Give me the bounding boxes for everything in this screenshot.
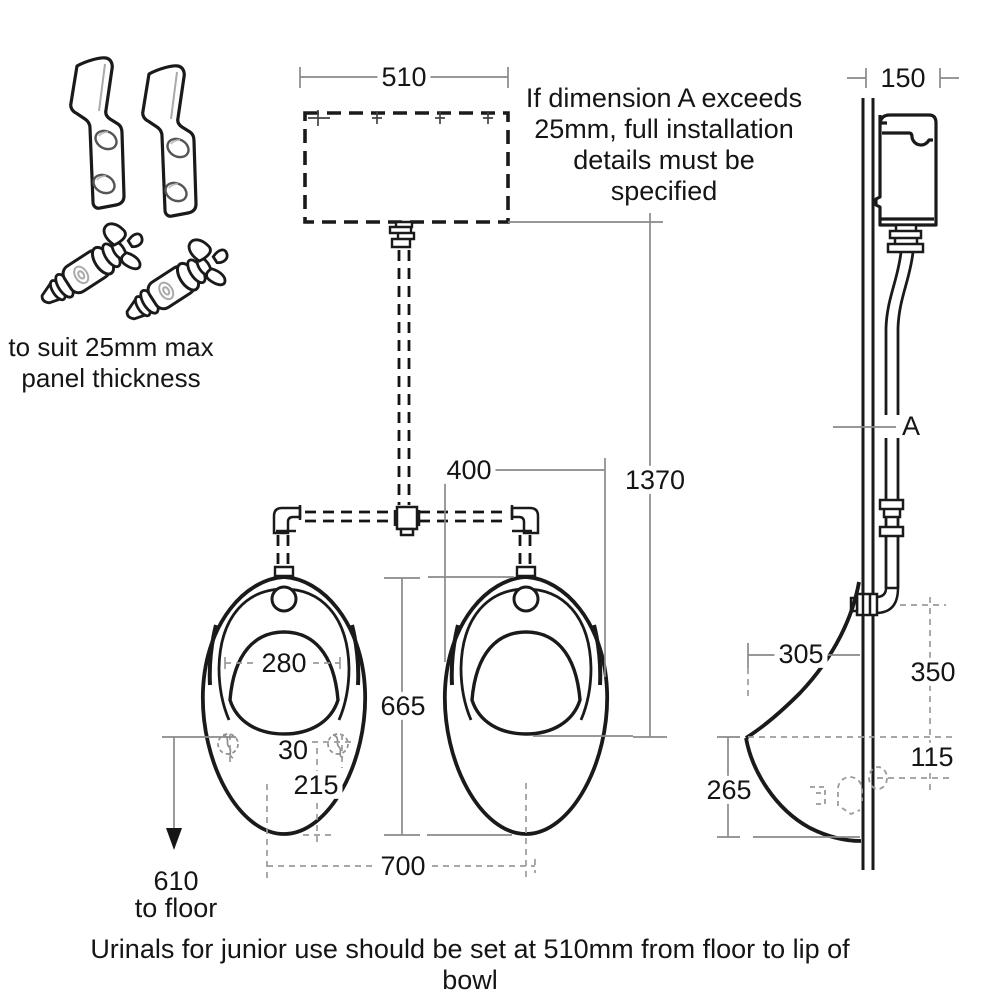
dimension-a-note: If dimension A exceeds 25mm, full instal… — [515, 83, 813, 207]
fixing-bolts — [26, 211, 242, 339]
dim-610-suffix: to floor — [134, 892, 218, 923]
dim-cistern-width-label: 510 — [377, 62, 431, 91]
dim-665-line — [384, 576, 514, 836]
cistern-side-profile — [874, 113, 938, 227]
panel-note-line1: to suit 25mm max — [8, 332, 214, 362]
side-view-dim-lines — [747, 597, 952, 790]
dim-700-label: 700 — [376, 851, 430, 880]
dim-610-line — [162, 736, 236, 850]
setting-out-ticks — [224, 657, 341, 669]
dim-panel-width-line — [847, 68, 959, 88]
flush-pipe-side — [884, 251, 915, 588]
flush-pipe-front — [276, 250, 532, 569]
pipe-elbow-left — [272, 505, 302, 535]
dim-305-label: 305 — [774, 639, 828, 668]
dim-A-label: A — [901, 410, 921, 441]
dim-350-label: 350 — [906, 657, 960, 686]
outlet-trap-hidden-detail — [810, 766, 888, 816]
dim-panel-width-label: 150 — [876, 63, 930, 92]
dimension-a-note-line1: If dimension A exceeds — [525, 83, 803, 113]
dimension-a-note-line3: details must be — [573, 145, 755, 175]
dim-665-label: 665 — [376, 691, 430, 720]
dim-115-label: 115 — [906, 742, 958, 771]
dim-265-label: 265 — [702, 775, 756, 804]
pipe-elbow-right — [510, 505, 540, 535]
pipe-valve-fittings-side — [878, 498, 905, 538]
side-view-wall-panel — [861, 98, 875, 870]
dim-610-label: 610 — [153, 865, 199, 896]
flush-valve-side — [886, 223, 925, 254]
dimension-a-note-line2: 25mm, full installation — [534, 114, 794, 144]
dim-215-label: 215 — [289, 770, 343, 799]
panel-note-line2: panel thickness — [21, 363, 201, 393]
flush-valve-front — [388, 220, 416, 249]
pipe-tee-fitting — [393, 505, 421, 537]
panel-thickness-note: to suit 25mm max panel thickness — [8, 332, 214, 394]
wall-brackets — [69, 56, 198, 218]
bowl-inlet-connectors — [273, 565, 537, 578]
dim-30-label: 30 — [273, 735, 313, 764]
diagram-caption: Urinals for junior use should be set at … — [90, 934, 850, 995]
cistern-front-dashed — [303, 110, 510, 224]
dim-1370-label: 1370 — [620, 465, 690, 494]
dim-bowl-width-label: 400 — [442, 455, 496, 484]
dim-bowl-opening-label: 280 — [257, 648, 311, 677]
bowl-side-profile — [744, 581, 862, 843]
dimension-a-note-line4: specified — [610, 176, 718, 206]
